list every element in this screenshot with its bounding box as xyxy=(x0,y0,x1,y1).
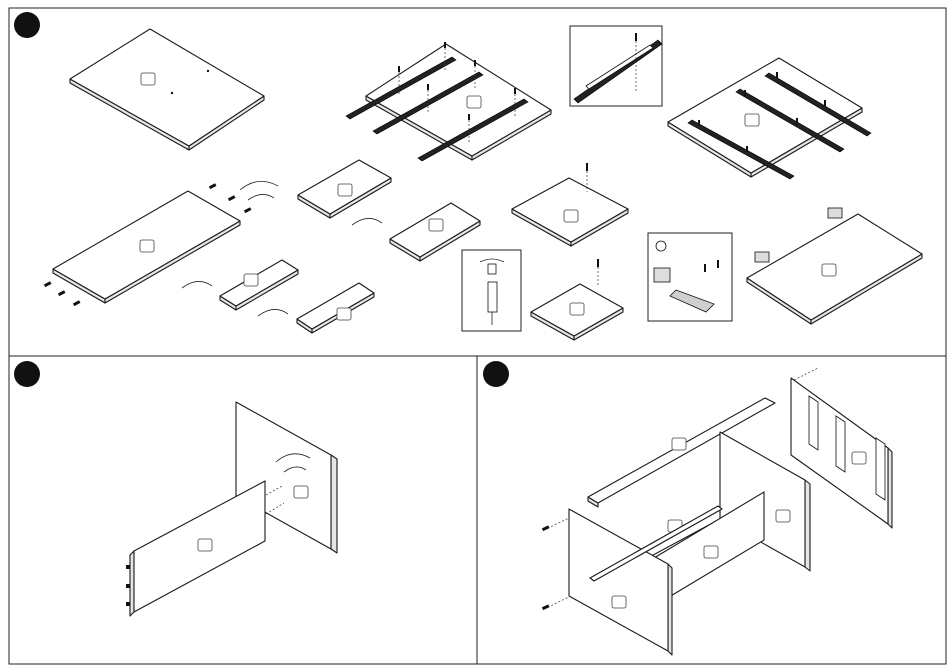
step-2-marker xyxy=(14,361,40,387)
top-board xyxy=(70,29,264,150)
small-board-c xyxy=(182,260,298,310)
part-label xyxy=(745,114,759,126)
hinge xyxy=(828,208,842,218)
shelf-b xyxy=(531,259,623,340)
part-label xyxy=(704,546,718,558)
screwdriver-hint xyxy=(240,181,278,200)
hinge xyxy=(755,252,769,262)
step-2-bottom-panel xyxy=(126,481,284,616)
part-label xyxy=(672,438,686,450)
part-label xyxy=(822,264,836,276)
part-label xyxy=(338,184,352,196)
screwdriver-hint xyxy=(352,218,382,225)
part-label xyxy=(612,596,626,608)
part-label xyxy=(140,240,154,252)
drawer-runner xyxy=(876,438,885,500)
shelf-a xyxy=(512,163,628,246)
part-label xyxy=(198,539,212,551)
step-3-marker xyxy=(483,361,509,387)
part-label xyxy=(467,96,481,108)
door-panel xyxy=(747,208,922,324)
small-board-a xyxy=(298,160,391,218)
step-1-marker xyxy=(14,12,40,38)
cam-bolt-inset xyxy=(462,250,521,331)
small-board-b xyxy=(352,203,480,261)
drawer-runner xyxy=(809,396,818,450)
right-runner-board xyxy=(668,58,871,179)
runner-detail-inset xyxy=(570,26,662,106)
part-label xyxy=(776,510,790,522)
part-label xyxy=(294,486,308,498)
small-board-d xyxy=(258,283,374,333)
step-3-left-side-panel xyxy=(542,509,672,655)
part-label xyxy=(141,73,155,85)
screwdriver-hint xyxy=(182,281,212,288)
hinge-inset xyxy=(648,233,732,321)
runner-board xyxy=(346,42,551,161)
part-label xyxy=(564,210,578,222)
drawer-runner xyxy=(836,416,845,472)
part-label xyxy=(570,303,584,315)
part-label xyxy=(244,274,258,286)
part-label xyxy=(337,308,351,320)
part-label xyxy=(852,452,866,464)
screwdriver-hint xyxy=(258,309,288,316)
part-label xyxy=(429,219,443,231)
